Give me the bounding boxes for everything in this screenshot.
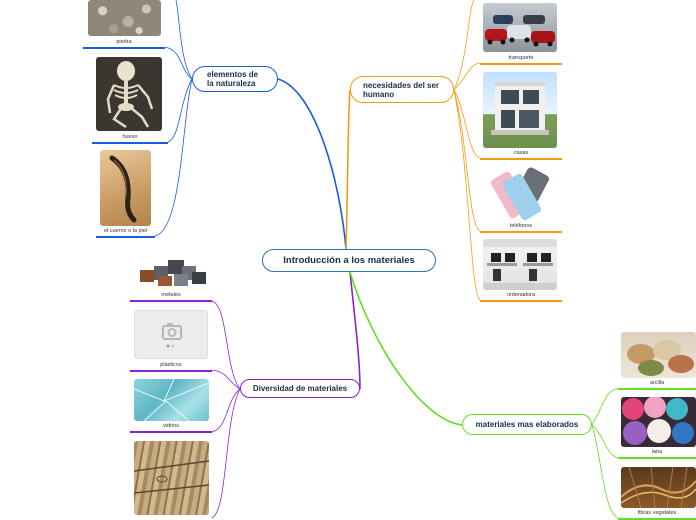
branch-diversidad-materiales[interactable]: Diversidad de materiales bbox=[240, 379, 360, 398]
link-naturaleza-piedra-top bbox=[175, 0, 193, 80]
leaf-underline bbox=[130, 300, 212, 302]
link-central-diversidad bbox=[349, 271, 361, 390]
link-central-necesidades bbox=[345, 89, 351, 250]
link-naturaleza-hueso bbox=[167, 78, 193, 143]
leaf-casas[interactable]: casas bbox=[480, 72, 562, 160]
leaf-lana[interactable]: lana bbox=[618, 397, 696, 460]
leaf-label: metales bbox=[161, 292, 181, 298]
leaf-madera[interactable] bbox=[130, 441, 212, 520]
link-necesidades-telefonos bbox=[453, 89, 481, 232]
skeleton-icon bbox=[106, 61, 154, 129]
leaf-vidrios[interactable]: vidrios bbox=[130, 379, 212, 434]
leaf-label: vidrios bbox=[163, 423, 179, 429]
glass-shards-icon bbox=[134, 379, 209, 421]
leaf-underline bbox=[480, 231, 562, 233]
link-naturaleza-cuerno bbox=[154, 78, 193, 237]
house-icon bbox=[491, 82, 549, 135]
leaf-underline bbox=[83, 47, 165, 49]
clay-powder-photo bbox=[621, 332, 696, 378]
leaf-label: lana bbox=[651, 449, 663, 455]
link-central-elaborados bbox=[349, 271, 463, 426]
leaf-cuerno-piel[interactable]: el cuerno o la piel bbox=[96, 150, 155, 238]
glass-photo bbox=[134, 379, 209, 421]
link-diversidad-madera bbox=[211, 388, 241, 519]
link-diversidad-metales bbox=[211, 300, 241, 390]
wool-photo bbox=[621, 397, 696, 447]
wood-planks-icon bbox=[134, 460, 209, 494]
leaf-underline bbox=[618, 457, 696, 459]
leaf-underline bbox=[480, 158, 562, 160]
link-elaborados-arcilla bbox=[591, 387, 619, 426]
horn-photo bbox=[100, 150, 151, 226]
leaf-underline bbox=[92, 142, 168, 144]
office-photo bbox=[483, 239, 557, 290]
cars-photo bbox=[483, 3, 557, 52]
leaf-label: teléfonos bbox=[509, 223, 533, 229]
leaf-arcilla[interactable]: arcilla bbox=[618, 332, 696, 390]
plant-fibers-photo bbox=[621, 467, 696, 508]
leaf-ordenadora[interactable]: ordenadora bbox=[480, 239, 562, 303]
metal-bars-photo bbox=[134, 256, 210, 290]
wood-photo bbox=[134, 441, 209, 515]
leaf-plasticos[interactable]: plásticos bbox=[130, 310, 212, 372]
skeleton-photo bbox=[96, 57, 162, 131]
central-topic[interactable]: Introducción a los materiales bbox=[262, 249, 436, 272]
office-icon bbox=[483, 239, 557, 290]
leaf-label: piedra bbox=[116, 39, 132, 45]
link-necesidades-top bbox=[453, 0, 475, 91]
leaf-label: el cuerno o la piel bbox=[103, 228, 148, 234]
leaf-label: plásticos bbox=[160, 362, 182, 368]
leaf-piedra[interactable]: piedra bbox=[83, 0, 165, 49]
leaf-metales[interactable]: metales bbox=[130, 256, 212, 302]
leaf-label: hueso bbox=[122, 134, 138, 140]
stones-photo bbox=[88, 0, 161, 36]
leaf-underline bbox=[130, 370, 212, 372]
metal-bars-icon bbox=[140, 260, 206, 286]
link-elaborados-fibras bbox=[591, 424, 619, 519]
plant-fibers-icon bbox=[621, 467, 696, 508]
plastics-image-placeholder bbox=[134, 310, 208, 359]
leaf-underline bbox=[480, 63, 562, 65]
leaf-underline bbox=[480, 300, 562, 302]
leaf-label: casas bbox=[513, 150, 529, 156]
cars-icon bbox=[485, 15, 555, 47]
leaf-label: transporte bbox=[508, 55, 534, 61]
link-naturaleza-piedra bbox=[164, 46, 193, 80]
wool-balls-icon bbox=[622, 397, 694, 445]
link-necesidades-casas bbox=[453, 89, 481, 159]
leaf-fibras-vegetales[interactable]: fibras vegetales bbox=[618, 467, 696, 520]
phones-icon bbox=[490, 167, 549, 221]
branch-elementos-naturaleza[interactable]: elementos de la naturaleza bbox=[192, 66, 278, 92]
leaf-underline bbox=[96, 236, 155, 238]
leaf-hueso[interactable]: hueso bbox=[92, 57, 168, 144]
branch-necesidades-ser-humano[interactable]: necesidades del ser humano bbox=[350, 76, 454, 103]
leaf-underline bbox=[618, 388, 696, 390]
leaf-label: ordenadora bbox=[506, 292, 536, 298]
leaf-underline bbox=[130, 431, 212, 433]
leaf-underline bbox=[618, 518, 696, 520]
leaf-transporte[interactable]: transporte bbox=[480, 3, 562, 65]
image-placeholder-icon bbox=[162, 323, 182, 348]
clay-powder-icon bbox=[627, 340, 694, 376]
link-necesidades-ordenadora bbox=[453, 89, 481, 301]
link-necesidades-transporte bbox=[453, 62, 481, 91]
link-diversidad-vidrios bbox=[211, 388, 241, 433]
branch-materiales-elaborados[interactable]: materiales mas elaborados bbox=[462, 414, 592, 435]
leaf-label: fibras vegetales bbox=[637, 510, 677, 516]
link-central-naturaleza bbox=[277, 78, 347, 250]
house-photo bbox=[483, 72, 557, 148]
phones-photo bbox=[483, 167, 557, 221]
link-elaborados-lana bbox=[591, 424, 619, 459]
leaf-telefonos[interactable]: teléfonos bbox=[480, 167, 562, 233]
horn-icon bbox=[109, 155, 137, 223]
link-diversidad-plasticos bbox=[211, 369, 241, 390]
leaf-label: arcilla bbox=[649, 380, 665, 386]
